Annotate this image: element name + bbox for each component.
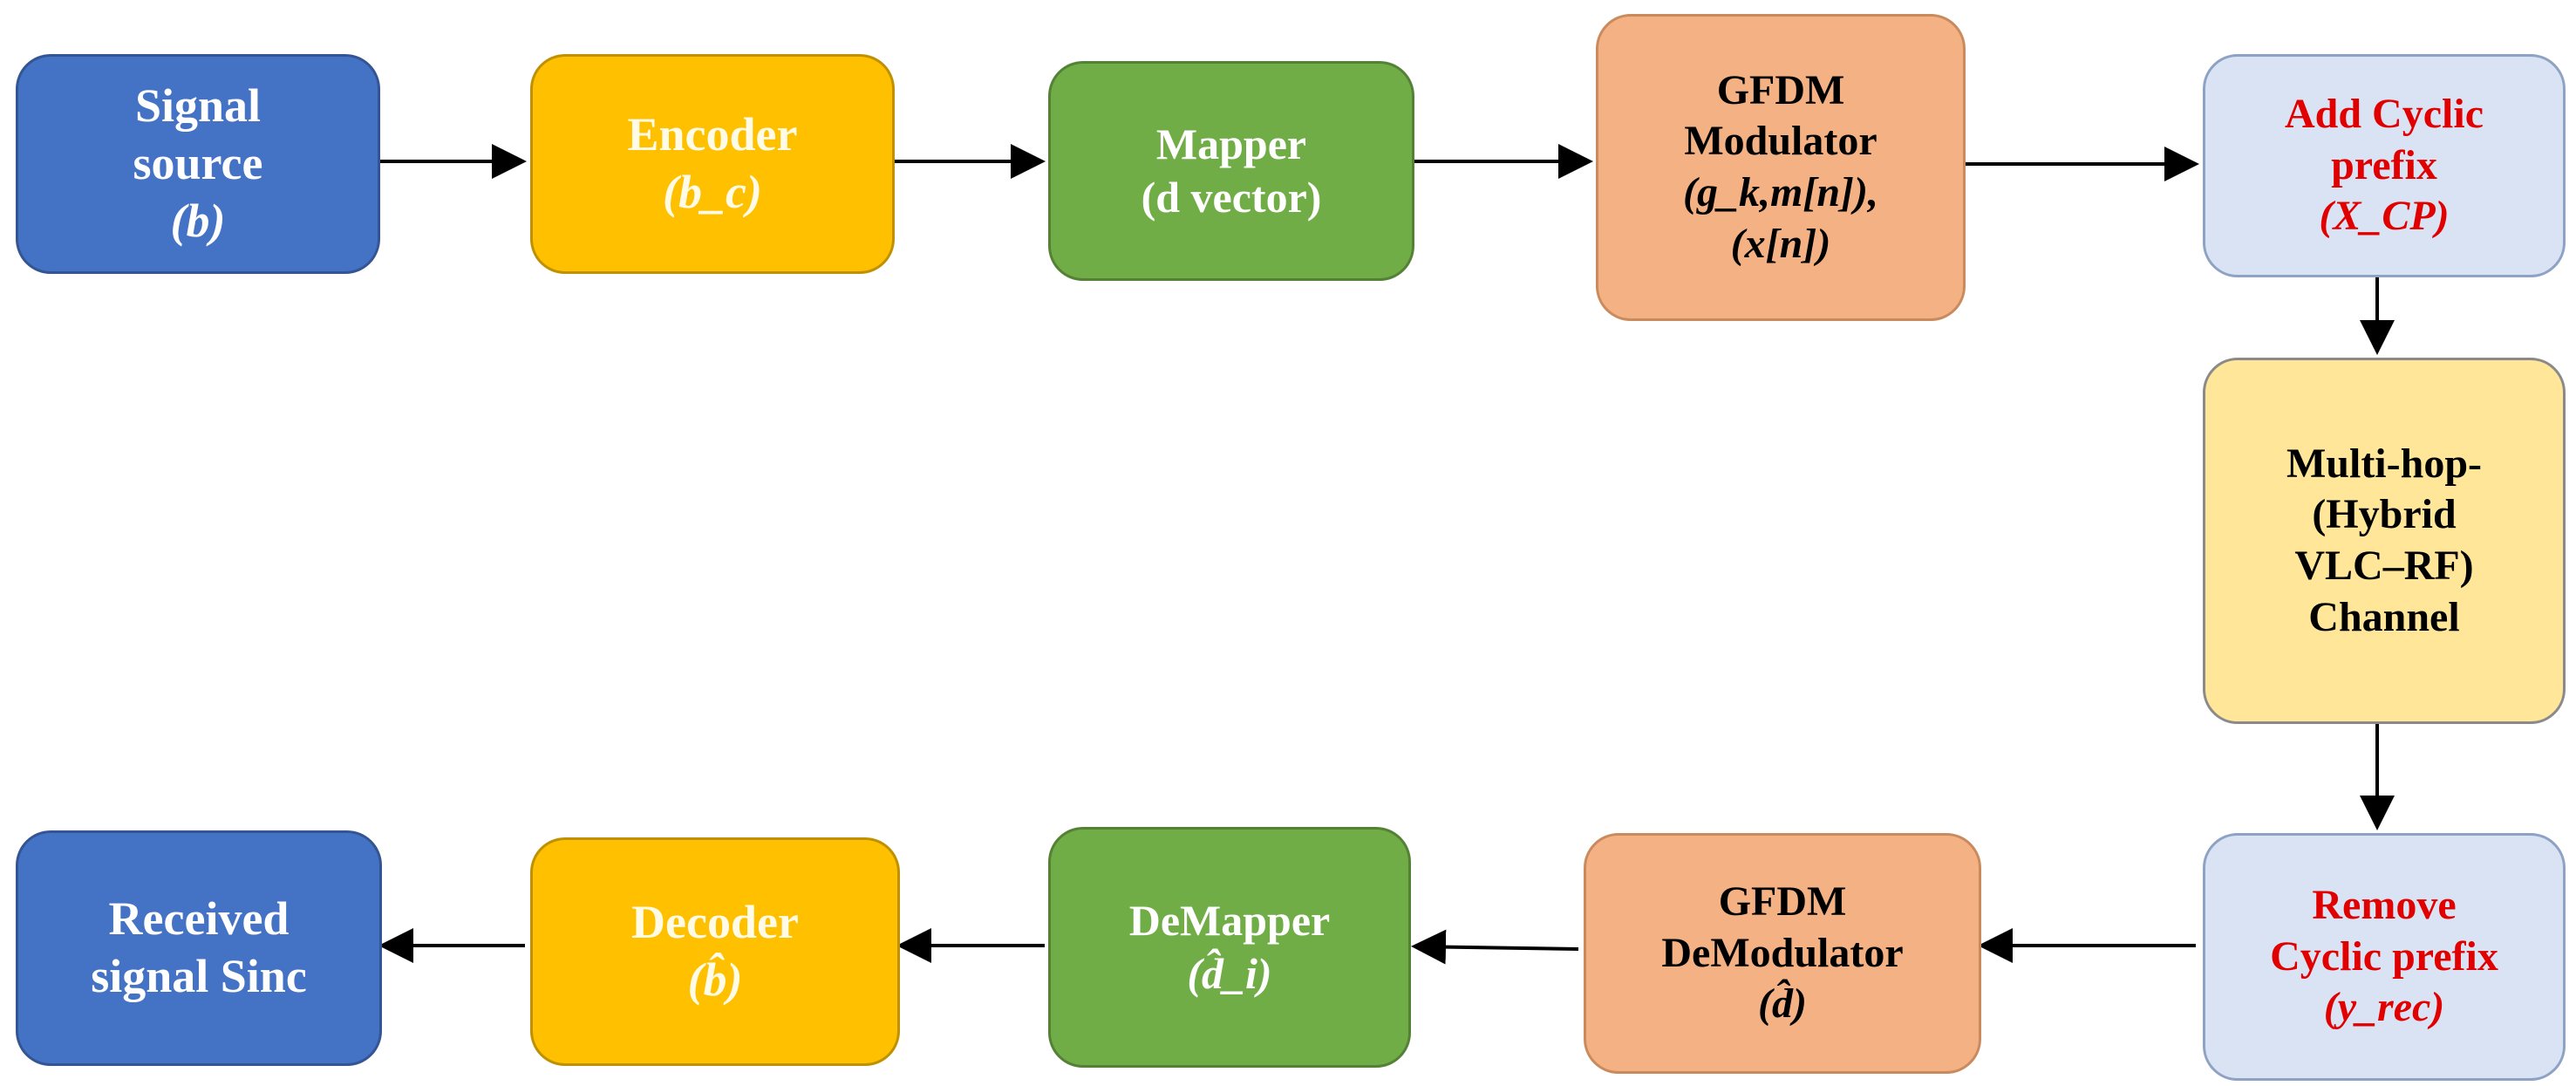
channel-block: Multi-hop- (Hybrid VLC–RF) Channel	[2203, 358, 2566, 724]
demapper-block: DeMapper (d̂_i)	[1048, 827, 1411, 1068]
add-cyclic-prefix-block: Add Cyclic prefix (X_CP)	[2203, 54, 2566, 277]
decoder-block: Decoder (b̂)	[530, 837, 900, 1066]
demapper-line-2: (d̂_i)	[1187, 949, 1272, 998]
gfdm-modulator-line-1: GFDM	[1716, 66, 1845, 113]
encoder-block: Encoder (b_c)	[530, 54, 895, 274]
decoder-line-2: (b̂)	[687, 953, 743, 1006]
remove-cyclic-prefix-line-3: (y_rec)	[2323, 984, 2445, 1031]
mapper-line-1: Mapper	[1155, 120, 1307, 168]
gfdm-modulator-line-3: (g_k,m[n]),	[1683, 169, 1878, 215]
mapper-line-2: (d vector)	[1141, 173, 1322, 222]
remove-cyclic-prefix-block: Remove Cyclic prefix (y_rec)	[2203, 833, 2566, 1081]
signal-source-block: Signal source (b)	[16, 54, 380, 274]
channel-line-2: (Hybrid	[2312, 491, 2457, 538]
gfdm-modulator-line-2: Modulator	[1684, 118, 1877, 165]
add-cyclic-prefix-line-3: (X_CP)	[2319, 193, 2450, 240]
channel-line-3: VLC–RF)	[2294, 543, 2474, 589]
gfdm-demodulator-line-1: GFDM	[1718, 878, 1847, 925]
remove-cyclic-prefix-line-2: Cyclic prefix	[2270, 932, 2498, 980]
decoder-line-1: Decoder	[631, 896, 799, 949]
add-cyclic-prefix-line-1: Add Cyclic	[2285, 91, 2484, 138]
gfdm-demodulator-line-3: (d̂)	[1758, 980, 1807, 1028]
encoder-line-2: (b_c)	[663, 166, 762, 218]
encoder-line-1: Encoder	[627, 108, 798, 161]
mapper-block: Mapper (d vector)	[1048, 61, 1414, 281]
gfdm-demodulator-line-2: DeModulator	[1661, 929, 1904, 976]
channel-line-4: Channel	[2308, 593, 2460, 640]
remove-cyclic-prefix-line-1: Remove	[2312, 882, 2457, 929]
signal-source-line-2: source	[133, 137, 263, 190]
gfdm-demodulator-block: GFDM DeModulator (d̂)	[1584, 833, 1981, 1074]
gfdm-modulator-block: GFDM Modulator (g_k,m[n]), (x[n])	[1596, 14, 1966, 321]
signal-source-line-1: Signal	[134, 79, 262, 133]
channel-line-1: Multi-hop-	[2286, 440, 2482, 487]
received-signal-line-2: signal Sinc	[91, 950, 307, 1002]
gfdm-modulator-line-4: (x[n])	[1730, 220, 1831, 267]
received-signal-line-1: Received	[108, 892, 290, 946]
add-cyclic-prefix-line-2: prefix	[2331, 141, 2437, 188]
received-signal-block: Received signal Sinc	[16, 830, 382, 1066]
demapper-line-1: DeMapper	[1128, 896, 1331, 945]
signal-source-line-3: (b)	[170, 194, 226, 247]
arrow-demodulator-to-demapper	[1411, 929, 1579, 965]
